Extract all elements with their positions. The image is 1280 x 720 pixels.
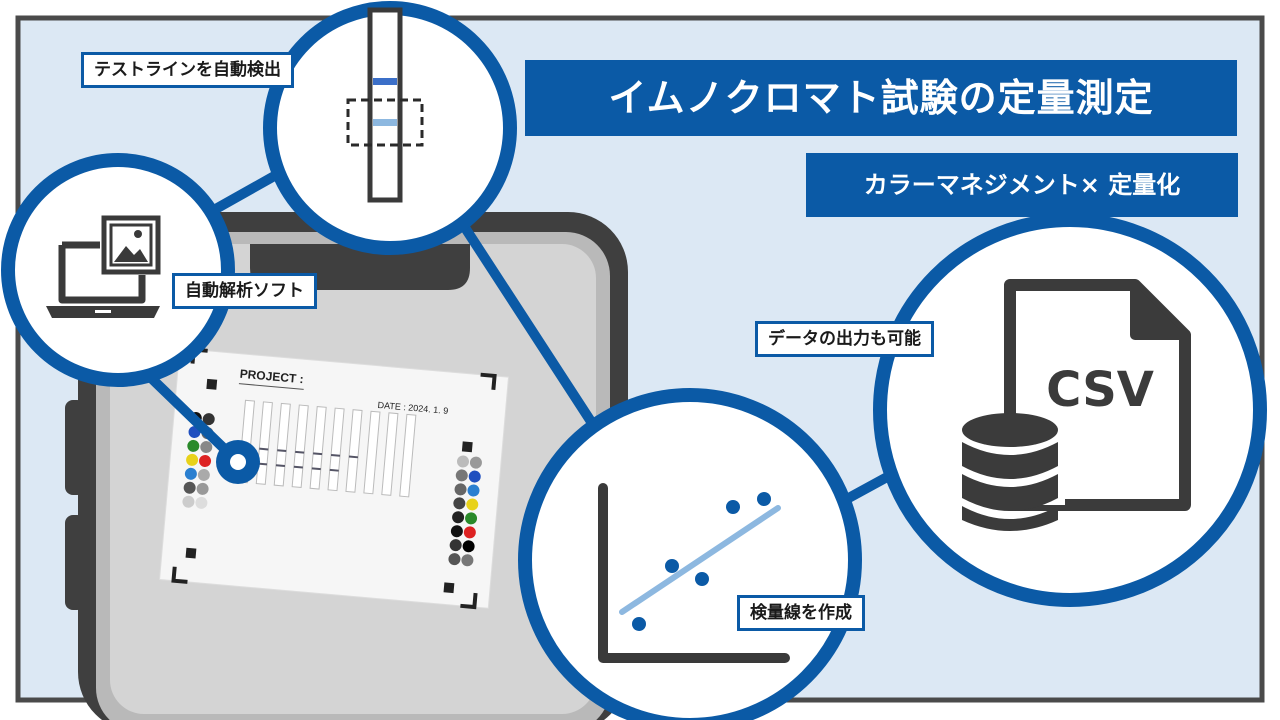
label-data-export: データの出力も可能: [755, 321, 934, 357]
color-chart-right: [448, 455, 482, 567]
image-icon: [101, 215, 161, 275]
label-analysis-software: 自動解析ソフト: [172, 273, 317, 309]
database-icon: [962, 413, 1058, 531]
label-calibration-curve: 検量線を作成: [737, 595, 865, 631]
sheet-project-label: PROJECT :: [239, 367, 304, 387]
csv-label: CSV: [1046, 362, 1154, 418]
laptop-icon: [46, 241, 160, 318]
circle-test-line: [263, 1, 517, 255]
page-subtitle: カラーマネジメント× 定量化: [806, 153, 1238, 217]
circle-software: [1, 153, 235, 387]
circle-calibration: [518, 388, 862, 720]
test-sheet: [159, 347, 510, 610]
circle-csv-export: [873, 213, 1267, 607]
label-test-line-detection: テストラインを自動検出: [81, 52, 294, 88]
scatter-chart-icon: [598, 483, 790, 663]
page-title: イムノクロマト試験の定量測定: [525, 60, 1237, 136]
